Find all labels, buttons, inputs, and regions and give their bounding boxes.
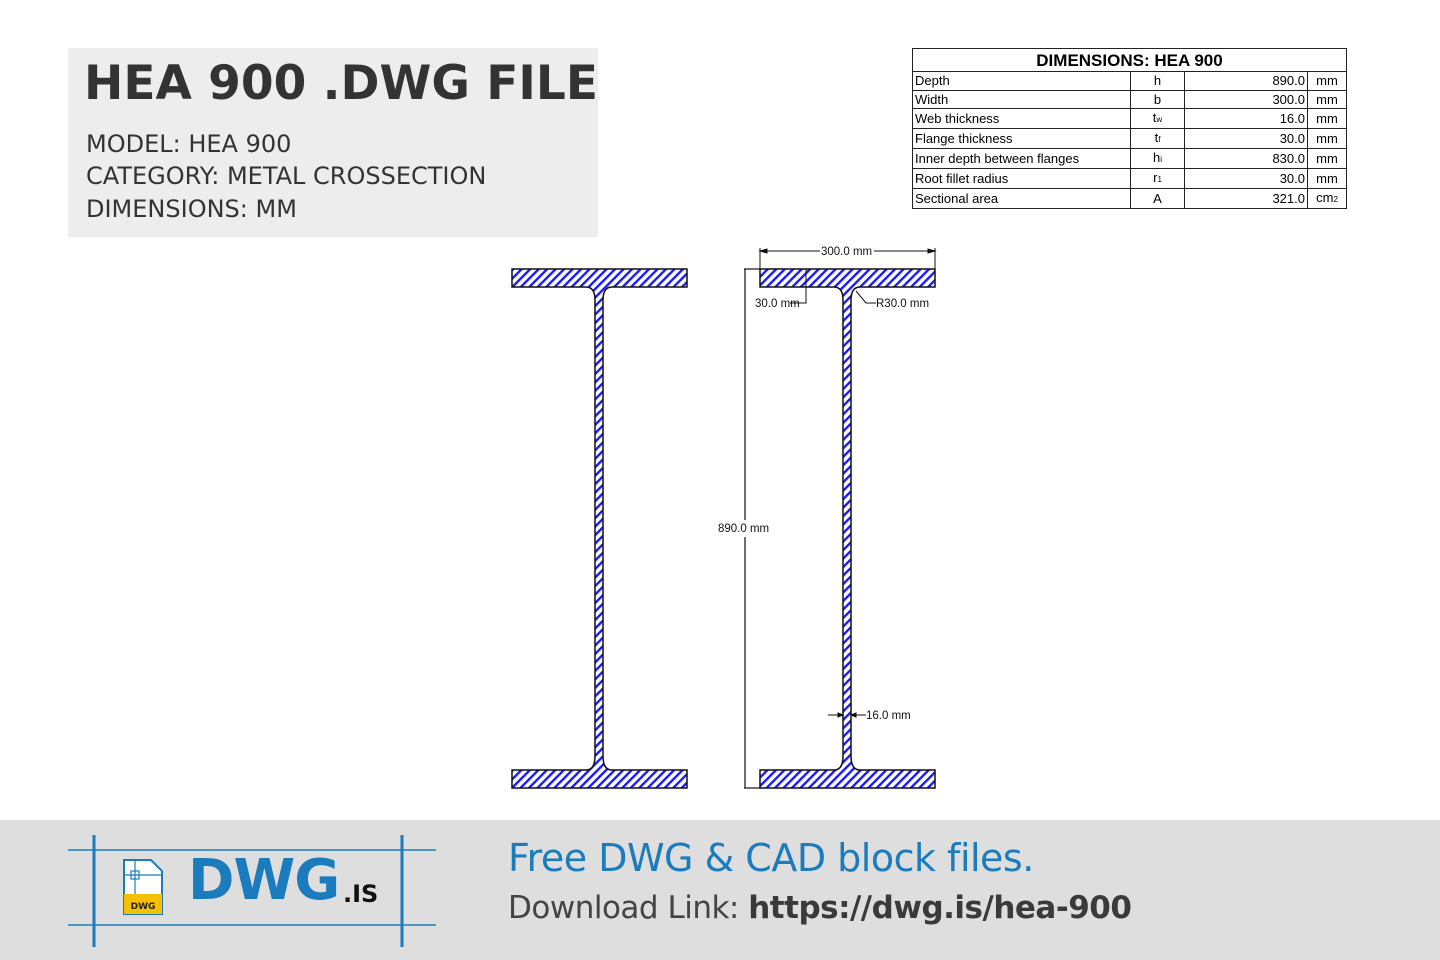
table-title: DIMENSIONS: HEA 900	[912, 48, 1347, 72]
symbol-text: h	[1152, 150, 1161, 165]
download-label: Download Link:	[508, 890, 749, 926]
row-value: 890.0	[1184, 71, 1308, 91]
symbol-text: t	[1154, 130, 1159, 145]
section-left	[511, 268, 688, 789]
beam-drawing: 300.0 mm 30.0 mm R30.0 mm 890.0 mm 16.0 …	[511, 246, 937, 789]
model-line: MODEL: HEA 900	[86, 130, 292, 158]
symbol-subscript: i	[1160, 155, 1162, 164]
dimensions-table: DIMENSIONS: HEA 900 Depth h 890.0 mm Wid…	[912, 48, 1347, 209]
symbol-text: b	[1153, 91, 1162, 107]
table-row: Web thickness tw 16.0 mm	[912, 108, 1347, 129]
symbol-subscript: w	[1156, 115, 1163, 124]
fillet-radius-label: R30.0 mm	[876, 298, 929, 310]
table-row: Flange thickness tf 30.0 mm	[912, 128, 1347, 149]
depth-label: 890.0 mm	[718, 523, 769, 535]
symbol-text: r	[1153, 170, 1158, 185]
unit-subscript: 2	[1333, 195, 1338, 204]
symbol-text: A	[1153, 191, 1162, 206]
row-label: Sectional area	[912, 188, 1131, 209]
web-thickness-dimension	[828, 712, 866, 718]
i-beam-dimensioned	[759, 268, 936, 789]
download-line: Download Link: https://dwg.is/hea-900	[508, 890, 1132, 926]
row-unit: mm	[1307, 148, 1347, 169]
row-label: Web thickness	[912, 108, 1131, 129]
flange-thickness-leader	[790, 269, 807, 304]
row-label: Flange thickness	[912, 128, 1131, 149]
logo-suffix: .IS	[343, 880, 379, 908]
dimension-labels: 300.0 mm 30.0 mm R30.0 mm 890.0 mm 16.0 …	[718, 246, 929, 722]
row-unit: mm	[1307, 71, 1347, 91]
unit-text: cm	[1316, 190, 1334, 205]
web-thickness-label: 16.0 mm	[866, 710, 911, 722]
dimensions-line: DIMENSIONS: MM	[86, 195, 297, 223]
symbol-text: h	[1153, 73, 1162, 89]
i-beam-shape	[511, 268, 688, 789]
row-value: 321.0	[1184, 188, 1308, 209]
row-unit: mm	[1307, 89, 1347, 109]
width-dimension	[758, 248, 937, 269]
tagline: Free DWG & CAD block files.	[508, 836, 1034, 880]
table-row: Width b 300.0 mm	[912, 89, 1347, 109]
symbol-subscript: 1	[1157, 175, 1162, 184]
depth-dimension	[744, 268, 760, 789]
logo-frame: DWG	[68, 835, 436, 947]
row-value: 30.0	[1184, 168, 1308, 189]
category-line: CATEGORY: METAL CROSSECTION	[86, 162, 487, 190]
download-link[interactable]: https://dwg.is/hea-900	[748, 890, 1132, 926]
info-box: HEA 900 .DWG FILE MODEL: HEA 900 CATEGOR…	[68, 48, 598, 237]
logo-wordmark: DWG	[188, 848, 340, 913]
width-label: 300.0 mm	[821, 246, 872, 258]
symbol-subscript: f	[1158, 135, 1161, 144]
section-right: 300.0 mm 30.0 mm R30.0 mm 890.0 mm 16.0 …	[718, 246, 937, 789]
page-title: HEA 900 .DWG FILE	[84, 56, 598, 111]
symbol-text: t	[1152, 110, 1157, 125]
fillet-radius-leader	[855, 290, 876, 304]
table-row: Sectional area A 321.0 cm2	[912, 188, 1347, 209]
footer-banner: DWG DWG .IS Free DWG & CAD block files. …	[0, 820, 1440, 960]
row-unit: mm	[1307, 128, 1347, 149]
row-unit: cm2	[1307, 188, 1347, 209]
dwg-file-icon: DWG	[123, 859, 163, 915]
row-unit: mm	[1307, 108, 1347, 129]
flange-thickness-label: 30.0 mm	[755, 298, 800, 310]
file-badge-label: DWG	[131, 902, 156, 912]
table-header-row: DIMENSIONS: HEA 900	[912, 48, 1347, 72]
